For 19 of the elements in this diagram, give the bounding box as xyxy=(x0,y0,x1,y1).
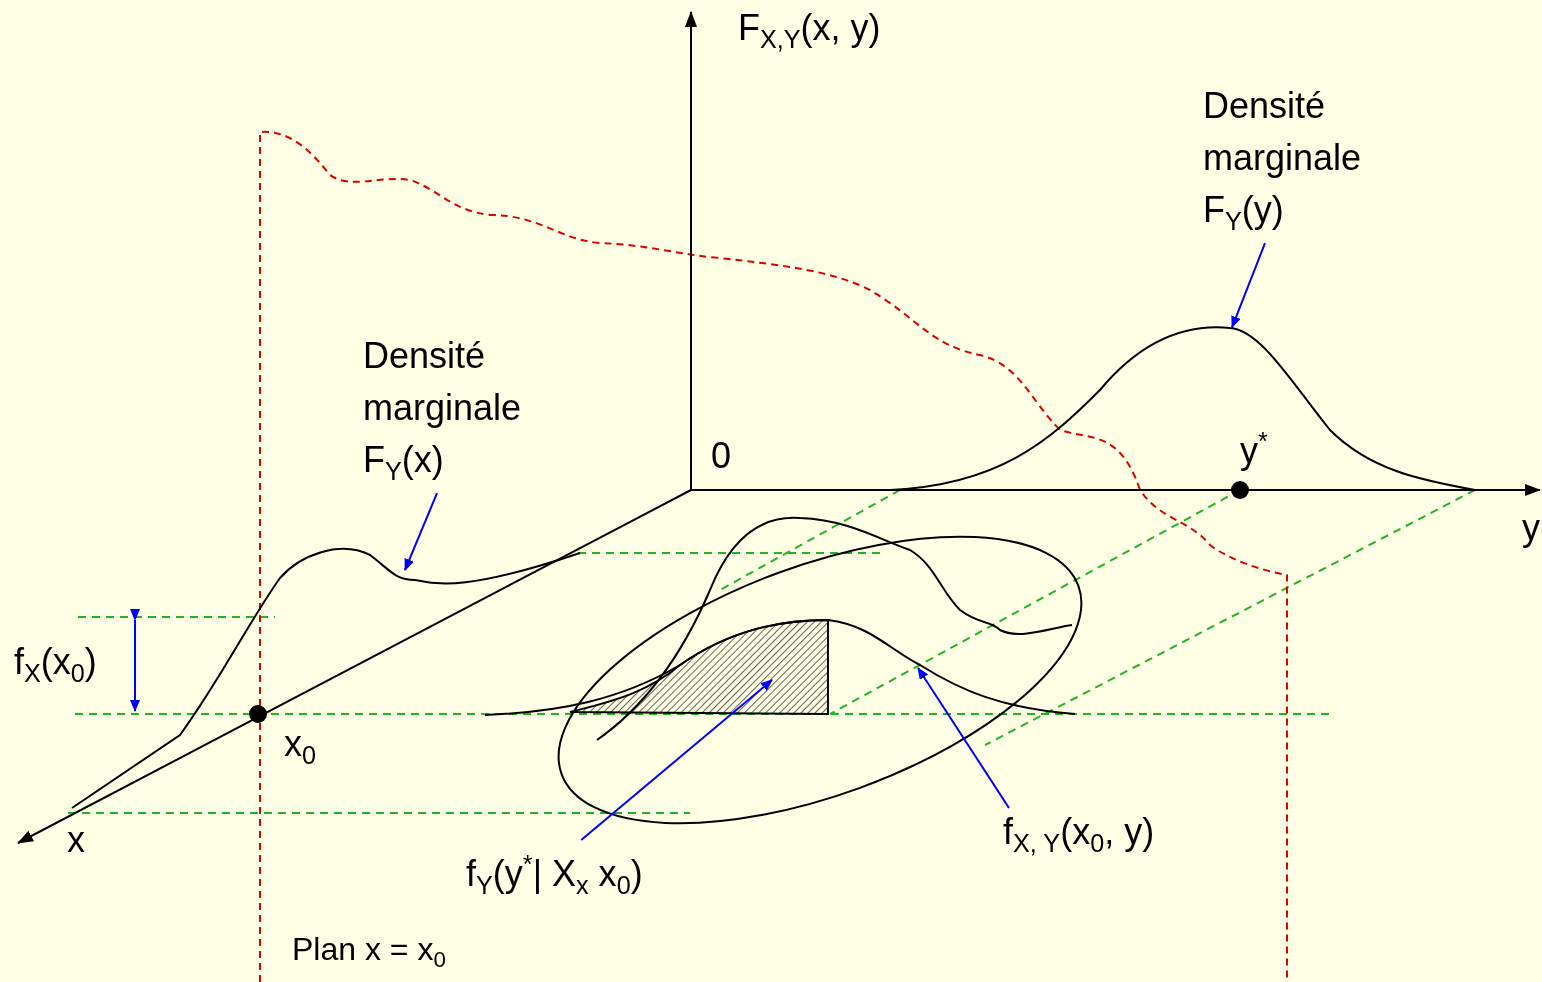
density-curve xyxy=(71,548,581,809)
axis-label: 0 xyxy=(711,434,732,478)
annotation-text: f$_{Y}$(y$^{*}$| X$_{x}$ x$_{0}$) xyxy=(466,838,706,912)
axis-label: f$_{X}$(x$_{0}$) xyxy=(14,640,97,689)
leader-arrow xyxy=(404,492,438,571)
axis-label: y xyxy=(1522,506,1540,550)
section-curve xyxy=(484,619,1076,716)
leader-arrow xyxy=(917,667,1010,809)
axis-label: y$^{*}$ xyxy=(1240,426,1268,473)
axis-label: x$_{0}$ xyxy=(284,722,316,771)
axis-label: x xyxy=(67,818,85,862)
leader-arrow xyxy=(1231,242,1266,329)
annotation-text: Densité marginale F$_{Y}$(y) xyxy=(1203,80,1403,248)
leader-arrow xyxy=(580,679,773,841)
axis-label: Plan x = x$_{0}$ xyxy=(292,930,446,975)
density-curve xyxy=(889,326,1476,491)
annotation-text: f$_{X, Y}$(x$_{0}$, y) xyxy=(1003,806,1203,870)
axis-label: F$_{X,Y}$(x, y) xyxy=(738,6,881,55)
annotation-text: Densité marginale F$_{Y}$(x) xyxy=(363,330,563,498)
